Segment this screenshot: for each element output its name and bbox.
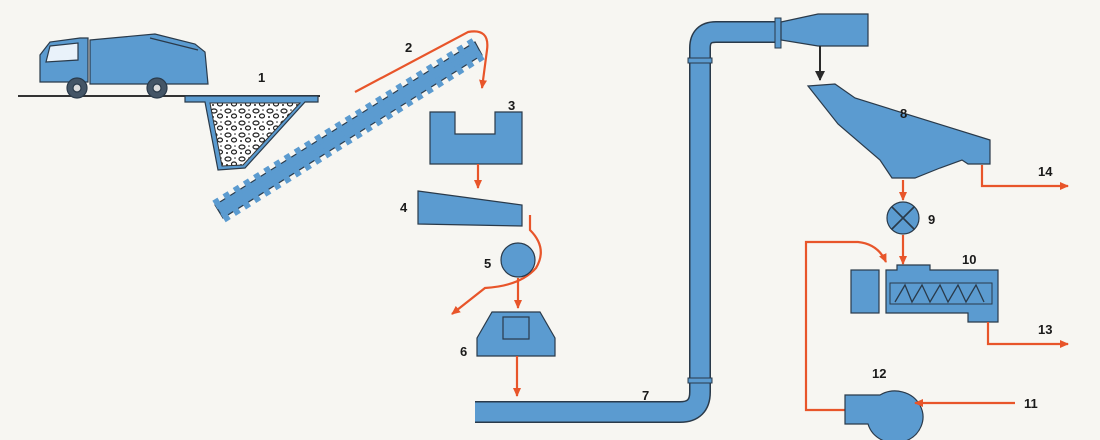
flow-4-to-5 <box>451 215 542 315</box>
label-3: 3 <box>508 98 515 113</box>
flow-10-to-13 <box>986 322 1069 348</box>
rotary-valve-9 <box>886 201 920 235</box>
label-5: 5 <box>484 256 491 271</box>
shredder-6-inlet <box>502 316 530 340</box>
blower-12 <box>844 390 924 440</box>
label-12: 12 <box>872 366 886 381</box>
screw-conveyor <box>212 37 485 223</box>
garbage-truck-icon <box>39 33 209 99</box>
label-10: 10 <box>962 252 976 267</box>
magnetic-drum-5 <box>500 242 536 278</box>
label-8: 8 <box>900 106 907 121</box>
label-13: 13 <box>1038 322 1052 337</box>
label-6: 6 <box>460 344 467 359</box>
crusher-3 <box>429 111 523 165</box>
label-7: 7 <box>642 388 649 403</box>
cyclone-separator <box>780 13 869 47</box>
receiving-bunker <box>184 95 319 171</box>
extruder-10-drive <box>850 269 880 314</box>
extruder-screw <box>889 282 993 305</box>
label-11: 11 <box>1024 396 1038 411</box>
label-1: 1 <box>258 70 265 85</box>
label-9: 9 <box>928 212 935 227</box>
label-4: 4 <box>400 200 408 215</box>
label-14: 14 <box>1038 164 1053 179</box>
conveyor-feed-arrow <box>354 30 489 93</box>
flow-12-to-10 <box>804 240 888 412</box>
air-classifier-8 <box>806 83 991 179</box>
label-2: 2 <box>405 40 412 55</box>
chute-4 <box>417 190 523 227</box>
flow-8-to-14 <box>980 165 1069 190</box>
